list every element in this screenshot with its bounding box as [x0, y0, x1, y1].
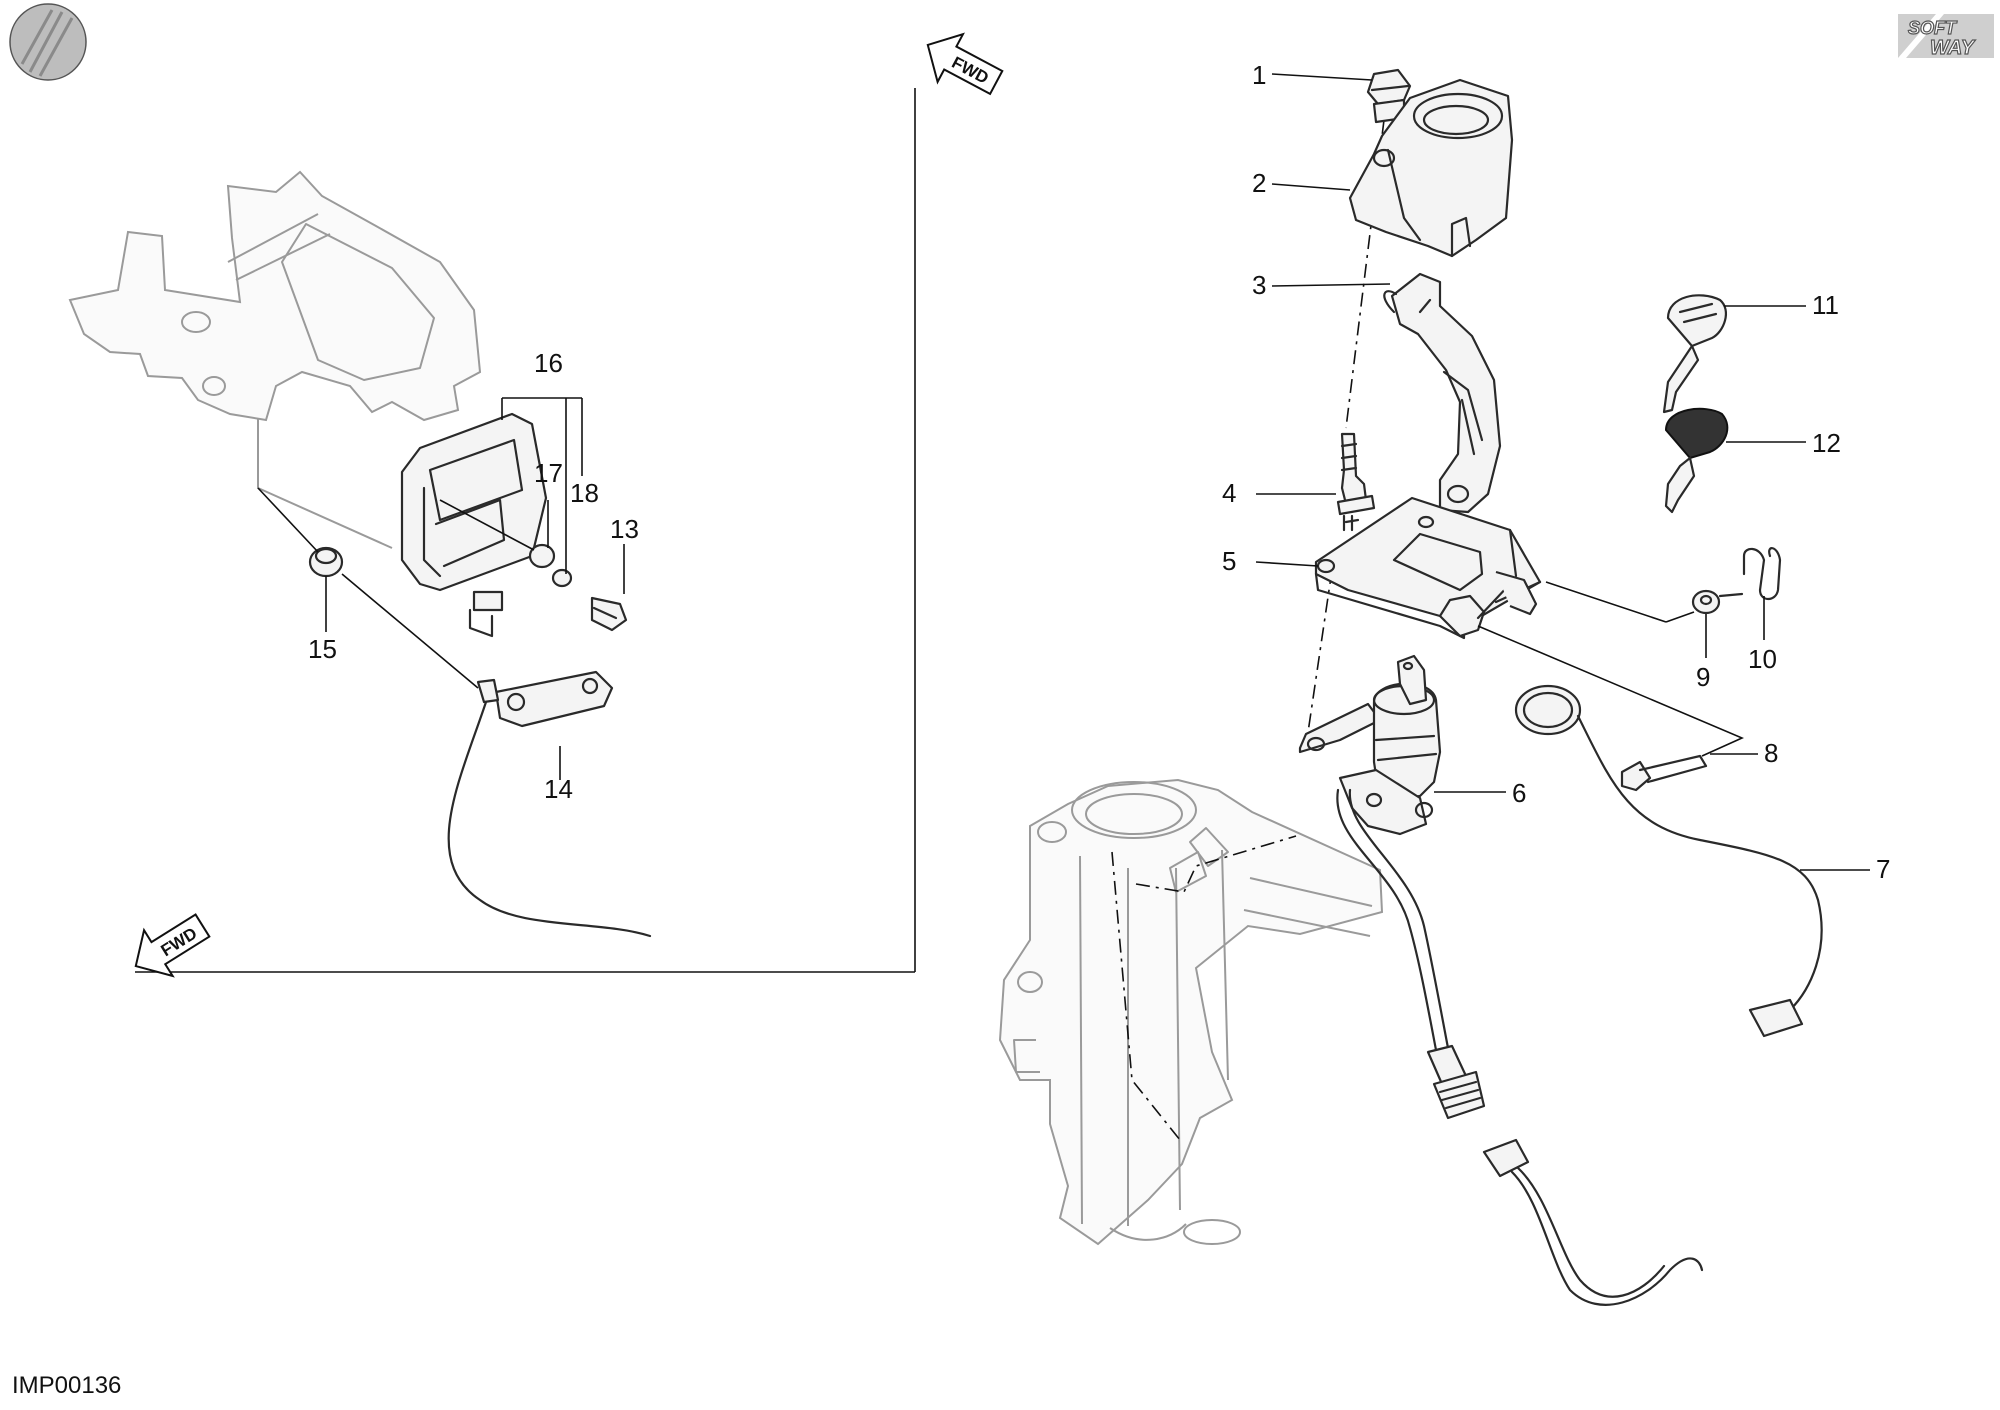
callout-12: 12 [1812, 428, 1841, 458]
callout-labels: 1 2 3 4 5 6 7 8 9 10 11 12 13 14 15 16 1… [308, 60, 1890, 884]
callout-1: 1 [1252, 60, 1266, 90]
ignition-switch-part [1298, 654, 1442, 836]
callout-17: 17 [534, 458, 563, 488]
lever-part [1383, 272, 1502, 514]
softway-logo: SOFT WAY [1898, 14, 1994, 60]
fwd-arrow-icon: FWD [926, 32, 1004, 96]
washer-part [1691, 589, 1721, 615]
callout-16: 16 [534, 348, 563, 378]
callout-11: 11 [1812, 290, 1839, 320]
callout-7: 7 [1876, 854, 1890, 884]
callout-8: 8 [1764, 738, 1778, 768]
callout-18: 18 [570, 478, 599, 508]
grommet-part [308, 546, 344, 578]
frame-bracket-ghost [68, 170, 482, 549]
assembly-line [1665, 611, 1695, 623]
mounting-plate-part [1314, 496, 1542, 640]
assembly-line [1477, 625, 1744, 757]
key-part [1662, 294, 1728, 414]
assembly-line [1135, 835, 1297, 893]
callout-15: 15 [308, 634, 337, 664]
antenna-loop-part [1514, 684, 1823, 1038]
key-part-dark [1664, 407, 1729, 514]
callout-5: 5 [1222, 546, 1236, 576]
sensor-bracket-part [447, 670, 652, 938]
assembly-axis [1305, 569, 1333, 747]
spring-clip-part [1718, 547, 1782, 601]
callout-6: 6 [1512, 778, 1526, 808]
callout-10: 10 [1748, 644, 1777, 674]
callout-leaders-left [325, 397, 625, 780]
ignition-cover-part [1348, 78, 1514, 258]
assembly-line [341, 573, 479, 689]
pin-part [1336, 432, 1376, 532]
assembly-line [1545, 581, 1667, 623]
callout-2: 2 [1252, 168, 1266, 198]
callout-4: 4 [1222, 478, 1236, 508]
callout-14: 14 [544, 774, 573, 804]
relay-box-part [400, 412, 548, 638]
assembly-line [439, 499, 535, 551]
drawing-reference-code: IMP00136 [12, 1372, 122, 1399]
bolt-part [590, 596, 628, 632]
callout-3: 3 [1252, 270, 1266, 300]
assembly-line [257, 487, 319, 553]
logo-text-top: SOFT [1908, 18, 1958, 38]
spacer-part [528, 543, 573, 588]
callout-9: 9 [1696, 662, 1710, 692]
corner-badge-icon [9, 3, 87, 81]
logo-text-bottom: WAY [1930, 37, 1976, 59]
callout-13: 13 [610, 514, 639, 544]
steering-frame-ghost [998, 778, 1384, 1246]
bolt-part [1620, 754, 1708, 792]
callout-leaders-right [1255, 73, 1870, 871]
fwd-arrow-icon: FWD [134, 913, 211, 978]
switch-wiring-harness [1336, 788, 1704, 1306]
